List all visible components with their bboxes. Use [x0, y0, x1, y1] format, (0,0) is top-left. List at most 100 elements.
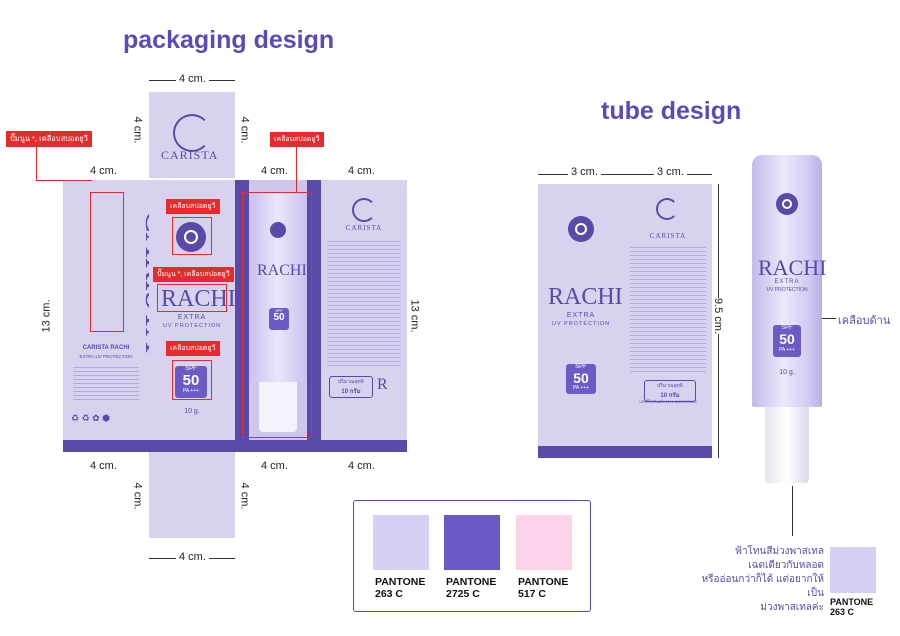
redbox-rachi — [157, 284, 227, 312]
dim-bottom-flap-right: 4 cm. — [238, 482, 251, 510]
tube-render-spf: SPF 50 PA +++ — [773, 325, 801, 357]
callout-emboss-2: ปั๊มนูน *, เคลือบสปอตยูวี — [153, 267, 234, 282]
dim-bottom-right2: 4 cm. — [348, 460, 375, 472]
tube-sun-icon — [568, 216, 594, 242]
dim-flap-left: 4 cm. — [131, 116, 144, 144]
box-tube-rachi: RACHI — [257, 262, 307, 279]
note-pointer-line — [792, 486, 793, 536]
front-spf-value: 50 — [182, 372, 200, 389]
swatch-263 — [373, 515, 429, 570]
box-tube-spf-value: 50 — [273, 312, 285, 323]
tube-render: RACHI EXTRA UV PROTECTION SPF 50 PA +++ … — [752, 155, 826, 407]
tube-render-sun-icon — [776, 193, 798, 215]
dim-tube-left: 3 cm. — [568, 166, 601, 178]
dim-panel-right2: 4 cm. — [348, 165, 375, 177]
tube-spf-value: 50 — [573, 370, 589, 386]
band-2 — [149, 440, 235, 452]
tube-band-2 — [624, 446, 712, 458]
sun-icon — [176, 222, 206, 252]
tube-render-rachi: RACHI — [758, 255, 827, 280]
redbox-tube — [242, 192, 312, 438]
tube-render-pa: PA +++ — [778, 347, 796, 353]
band-4 — [321, 440, 407, 452]
side-sub: EXTRA UV PROTECTION — [79, 354, 133, 359]
box-tube-spf: SPF 50 — [269, 308, 289, 330]
cap-note: ฟ้าโทนสีม่วงพาสเทล เฉดเดียวกับหลอด หรืออ… — [692, 545, 824, 615]
callout-spot-uv-2: เคลือบสปอตยูวี — [270, 132, 324, 147]
note-line4: ม่วงพาสเทลค่ะ — [760, 602, 824, 613]
note-line3: หรืออ่อนกว่าก็ได้ แต่อยากให้เป็น — [701, 574, 824, 599]
bottom-flap — [149, 452, 235, 538]
dim-line-tube — [538, 174, 712, 175]
tube-back-fda: เลขที่ใบรับแจ้ง 11-1-6400011566 — [639, 399, 697, 404]
dim-height-right: 13 cm. — [408, 299, 421, 333]
tube-spf-box: SPF 50 PA +++ — [566, 364, 596, 394]
tube-panel-back: CARISTA ปริมาณสุทธิ 10 กรัม เลขที่ใบรับแ… — [624, 184, 712, 458]
r-logo-icon: R — [377, 376, 388, 393]
redbox-sun — [172, 217, 212, 255]
note-line1: ฟ้าโทนสีม่วงพาสเทล — [734, 546, 824, 557]
front-pa: PA +++ — [182, 388, 200, 394]
front-spf-box: SPF 50 PA +++ — [175, 366, 207, 398]
swatch-517 — [516, 515, 572, 570]
tube-render-spf-label: SPF — [781, 325, 793, 331]
vertical-brand: CARISTA — [137, 210, 149, 353]
box-tube-image: RACHI SPF 50 — [249, 192, 307, 382]
front-uv: UV PROTECTION — [162, 323, 222, 329]
swatch-2725 — [444, 515, 500, 570]
dim-panel-left: 4 cm. — [90, 165, 117, 177]
back-text-block — [327, 238, 401, 368]
dim-tube-right: 3 cm. — [654, 166, 687, 178]
side-text-block — [73, 364, 139, 400]
dim-top: 4 cm. — [176, 73, 209, 85]
callout-matte: เคลือบด้าน — [838, 315, 891, 327]
back-logo-icon — [352, 198, 376, 222]
back-volume-th2: 10 กรัม — [341, 389, 361, 395]
dim-bottom: 4 cm. — [176, 551, 209, 563]
front-rachi: RACHI — [161, 286, 235, 312]
note-line2: เฉดเดียวกับหลอด — [748, 560, 824, 571]
panel-1: CARISTA CARISTA RACHI EXTRA UV PROTECTIO… — [63, 180, 149, 452]
tube-back-volume-th2: 10 กรัม — [660, 393, 680, 399]
callout-spot-uv-3: เคลือบสปอตยูวี — [166, 341, 220, 356]
band-3 — [235, 440, 321, 452]
top-brand: CARISTA — [161, 148, 219, 162]
tube-panel-front: RACHI EXTRA UV PROTECTION SPF 50 PA +++ — [538, 184, 624, 458]
redbox-spf — [172, 360, 212, 400]
side-title: CARISTA RACHI — [82, 345, 130, 351]
dim-bottom-left: 4 cm. — [90, 460, 117, 472]
callout-spot-uv-1: เคลือบสปอตยูวี — [166, 199, 220, 214]
top-flap: CARISTA — [149, 92, 235, 178]
tube-back-volume: ปริมาณสุทธิ 10 กรัม — [644, 380, 696, 402]
note-swatch — [830, 547, 876, 593]
box-tube-spf-label: SPF — [275, 308, 283, 313]
redbox-vertical-brand — [90, 192, 124, 332]
box-tube-cap — [259, 382, 297, 432]
tube-render-spf-value: 50 — [779, 331, 795, 347]
dim-bottom-right1: 4 cm. — [261, 460, 288, 472]
matte-pointer — [822, 318, 836, 319]
tube-pa: PA +++ — [572, 385, 590, 391]
dim-height-left: 13 cm. — [40, 299, 53, 333]
tube-band-1 — [538, 446, 624, 458]
box-tube-sun-icon — [270, 222, 286, 238]
panel-2: RACHI EXTRA UV PROTECTION SPF 50 PA +++ … — [149, 180, 235, 452]
dim-flap-right: 4 cm. — [238, 116, 251, 144]
dim-tube-height: 9.5 cm. — [712, 297, 725, 335]
back-volume: ปริมาณสุทธิ 10 กรัม — [329, 376, 373, 398]
tube-spf-label: SPF — [575, 364, 587, 370]
tube-render-weight: 10 g. — [779, 369, 795, 376]
packaging-title: packaging design — [123, 26, 335, 54]
tube-render-uv: UV PROTECTION — [766, 287, 808, 293]
tube-back-brand: CARISTA — [649, 232, 687, 240]
panel-4: CARISTA ปริมาณสุทธิ 10 กรัม R เลขที่ใบรั… — [321, 180, 407, 452]
front-spf-label: SPF — [185, 366, 197, 372]
dim-bottom-flap-left: 4 cm. — [131, 482, 144, 510]
swatch-box — [353, 500, 591, 612]
tube-back-text — [630, 244, 706, 372]
tube-uv: UV PROTECTION — [551, 321, 611, 327]
